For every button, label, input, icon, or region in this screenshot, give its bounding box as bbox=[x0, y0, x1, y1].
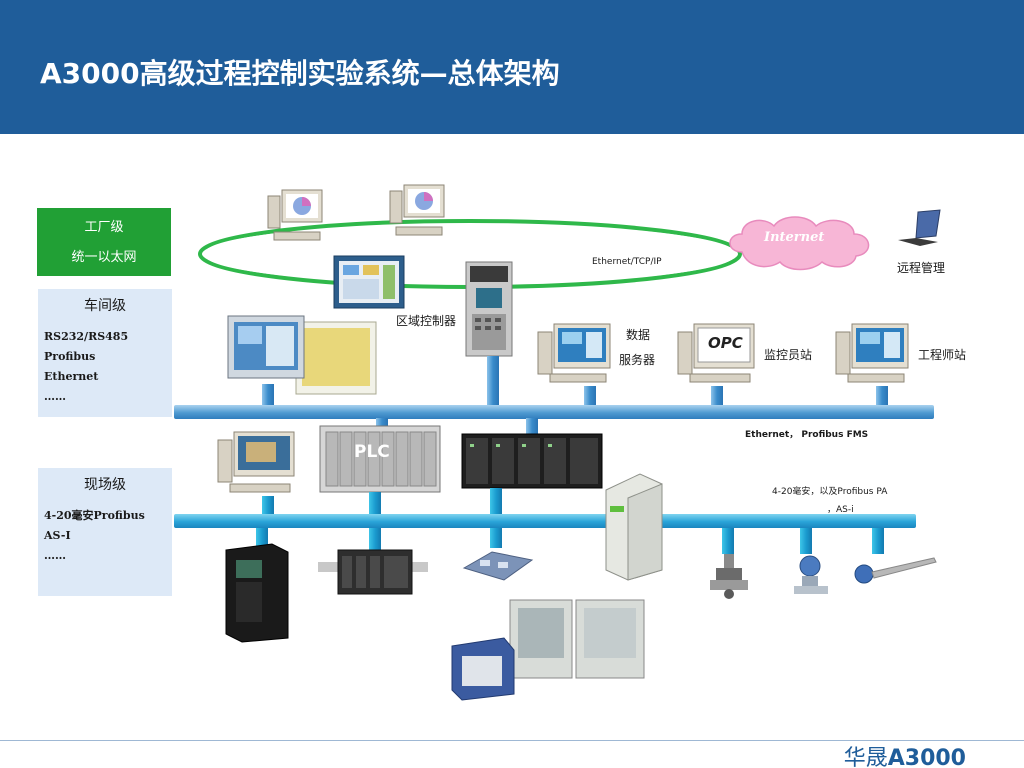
engineer-workstation-icon bbox=[835, 323, 909, 383]
remote-management-label: 远程管理 bbox=[897, 261, 946, 275]
ethernet-fms-label: Ethernet， Profibus FMS bbox=[745, 430, 869, 440]
data-server-label-line2: 服务器 bbox=[619, 353, 656, 367]
field-bus bbox=[174, 514, 916, 528]
opc-workstation-icon bbox=[677, 323, 755, 383]
list-item: AS-I bbox=[44, 529, 71, 542]
internet-label: Internet bbox=[764, 230, 825, 245]
factory-level-network: 统一以太网 bbox=[71, 250, 137, 265]
list-item: Ethernet bbox=[44, 370, 99, 383]
factory-level-box: 工厂级 统一以太网 bbox=[37, 208, 171, 276]
data-server-label-line1: 数据 bbox=[626, 328, 651, 342]
bus-drop bbox=[262, 496, 274, 514]
bus-drop bbox=[711, 386, 723, 408]
bus-drop bbox=[369, 492, 381, 514]
list-item: …… bbox=[44, 390, 66, 403]
data-server-workstation-icon bbox=[537, 323, 611, 383]
title-bar: A3000高级过程控制实验系统—总体架构 bbox=[0, 0, 1024, 134]
field-bus-label-line2: ，AS-i bbox=[827, 505, 854, 515]
bus-drop bbox=[487, 356, 499, 408]
bus-drop bbox=[526, 418, 538, 436]
bus-drop bbox=[256, 528, 268, 546]
workshop-protocol-list: RS232/RS485 Profibus Ethernet …… bbox=[44, 327, 128, 407]
opc-logo-text: OPC bbox=[708, 334, 743, 352]
compact-controller-icon bbox=[318, 549, 428, 595]
list-item: Profibus bbox=[44, 350, 96, 363]
list-item: …… bbox=[44, 549, 66, 562]
temperature-sensor-icon bbox=[854, 557, 937, 584]
touch-panel-icon bbox=[227, 315, 377, 395]
frequency-inverter-icon bbox=[225, 543, 289, 643]
laptop-icon bbox=[898, 209, 941, 246]
process-rig-icon bbox=[451, 599, 645, 701]
bus-drop bbox=[872, 528, 884, 554]
engineer-station-label: 工程师站 bbox=[918, 348, 967, 362]
area-controller-icon bbox=[465, 261, 513, 357]
workshop-ethernet-bus bbox=[174, 405, 934, 419]
io-module-rack-icon bbox=[461, 433, 603, 489]
field-level-box: 现场级 4-20毫安Profibus AS-I …… bbox=[38, 468, 172, 596]
field-workstation-icon bbox=[217, 431, 295, 493]
list-item: RS232/RS485 bbox=[44, 330, 129, 343]
factory-level-label: 工厂级 bbox=[84, 220, 124, 235]
plc-rack-icon bbox=[319, 425, 441, 493]
bus-drop bbox=[800, 528, 812, 554]
footer-divider bbox=[0, 740, 1024, 741]
field-level-label: 现场级 bbox=[84, 477, 126, 493]
io-terminal-icon bbox=[462, 551, 534, 581]
bus-drop bbox=[584, 386, 596, 408]
bus-drop bbox=[490, 528, 502, 548]
field-protocol-list: 4-20毫安Profibus AS-I …… bbox=[44, 506, 145, 566]
footer-brand-model: A3000 bbox=[887, 746, 966, 768]
internet-cloud-icon bbox=[729, 216, 870, 271]
workstation-icon bbox=[389, 184, 445, 236]
page-title: A3000高级过程控制实验系统—总体架构 bbox=[40, 57, 560, 90]
list-item: 4-20毫安Profibus bbox=[44, 509, 145, 522]
monitor-station-label: 监控员站 bbox=[764, 348, 813, 362]
workshop-level-box: 车间级 RS232/RS485 Profibus Ethernet …… bbox=[38, 289, 172, 417]
bus-drop bbox=[262, 384, 274, 408]
remote-io-cabinet-icon bbox=[605, 473, 663, 581]
bus-drop bbox=[722, 528, 734, 554]
footer-brand: 华晟A3000 bbox=[844, 740, 966, 768]
bus-drop bbox=[369, 528, 381, 550]
workshop-level-label: 车间级 bbox=[84, 298, 126, 314]
field-bus-label-line1: 4-20毫安，以及Profibus PA bbox=[772, 487, 888, 497]
ethernet-tcpip-label: Ethernet/TCP/IP bbox=[592, 257, 662, 267]
footer-brand-cn: 华晟 bbox=[843, 746, 888, 768]
bus-drop bbox=[490, 488, 502, 514]
plc-label: PLC bbox=[354, 442, 390, 462]
control-valve-icon bbox=[710, 554, 748, 599]
hmi-panel-icon bbox=[333, 255, 405, 309]
workstation-icon bbox=[267, 189, 323, 241]
pressure-transmitter-icon bbox=[794, 555, 828, 594]
bus-drop bbox=[876, 386, 888, 408]
area-controller-label: 区域控制器 bbox=[396, 314, 457, 328]
